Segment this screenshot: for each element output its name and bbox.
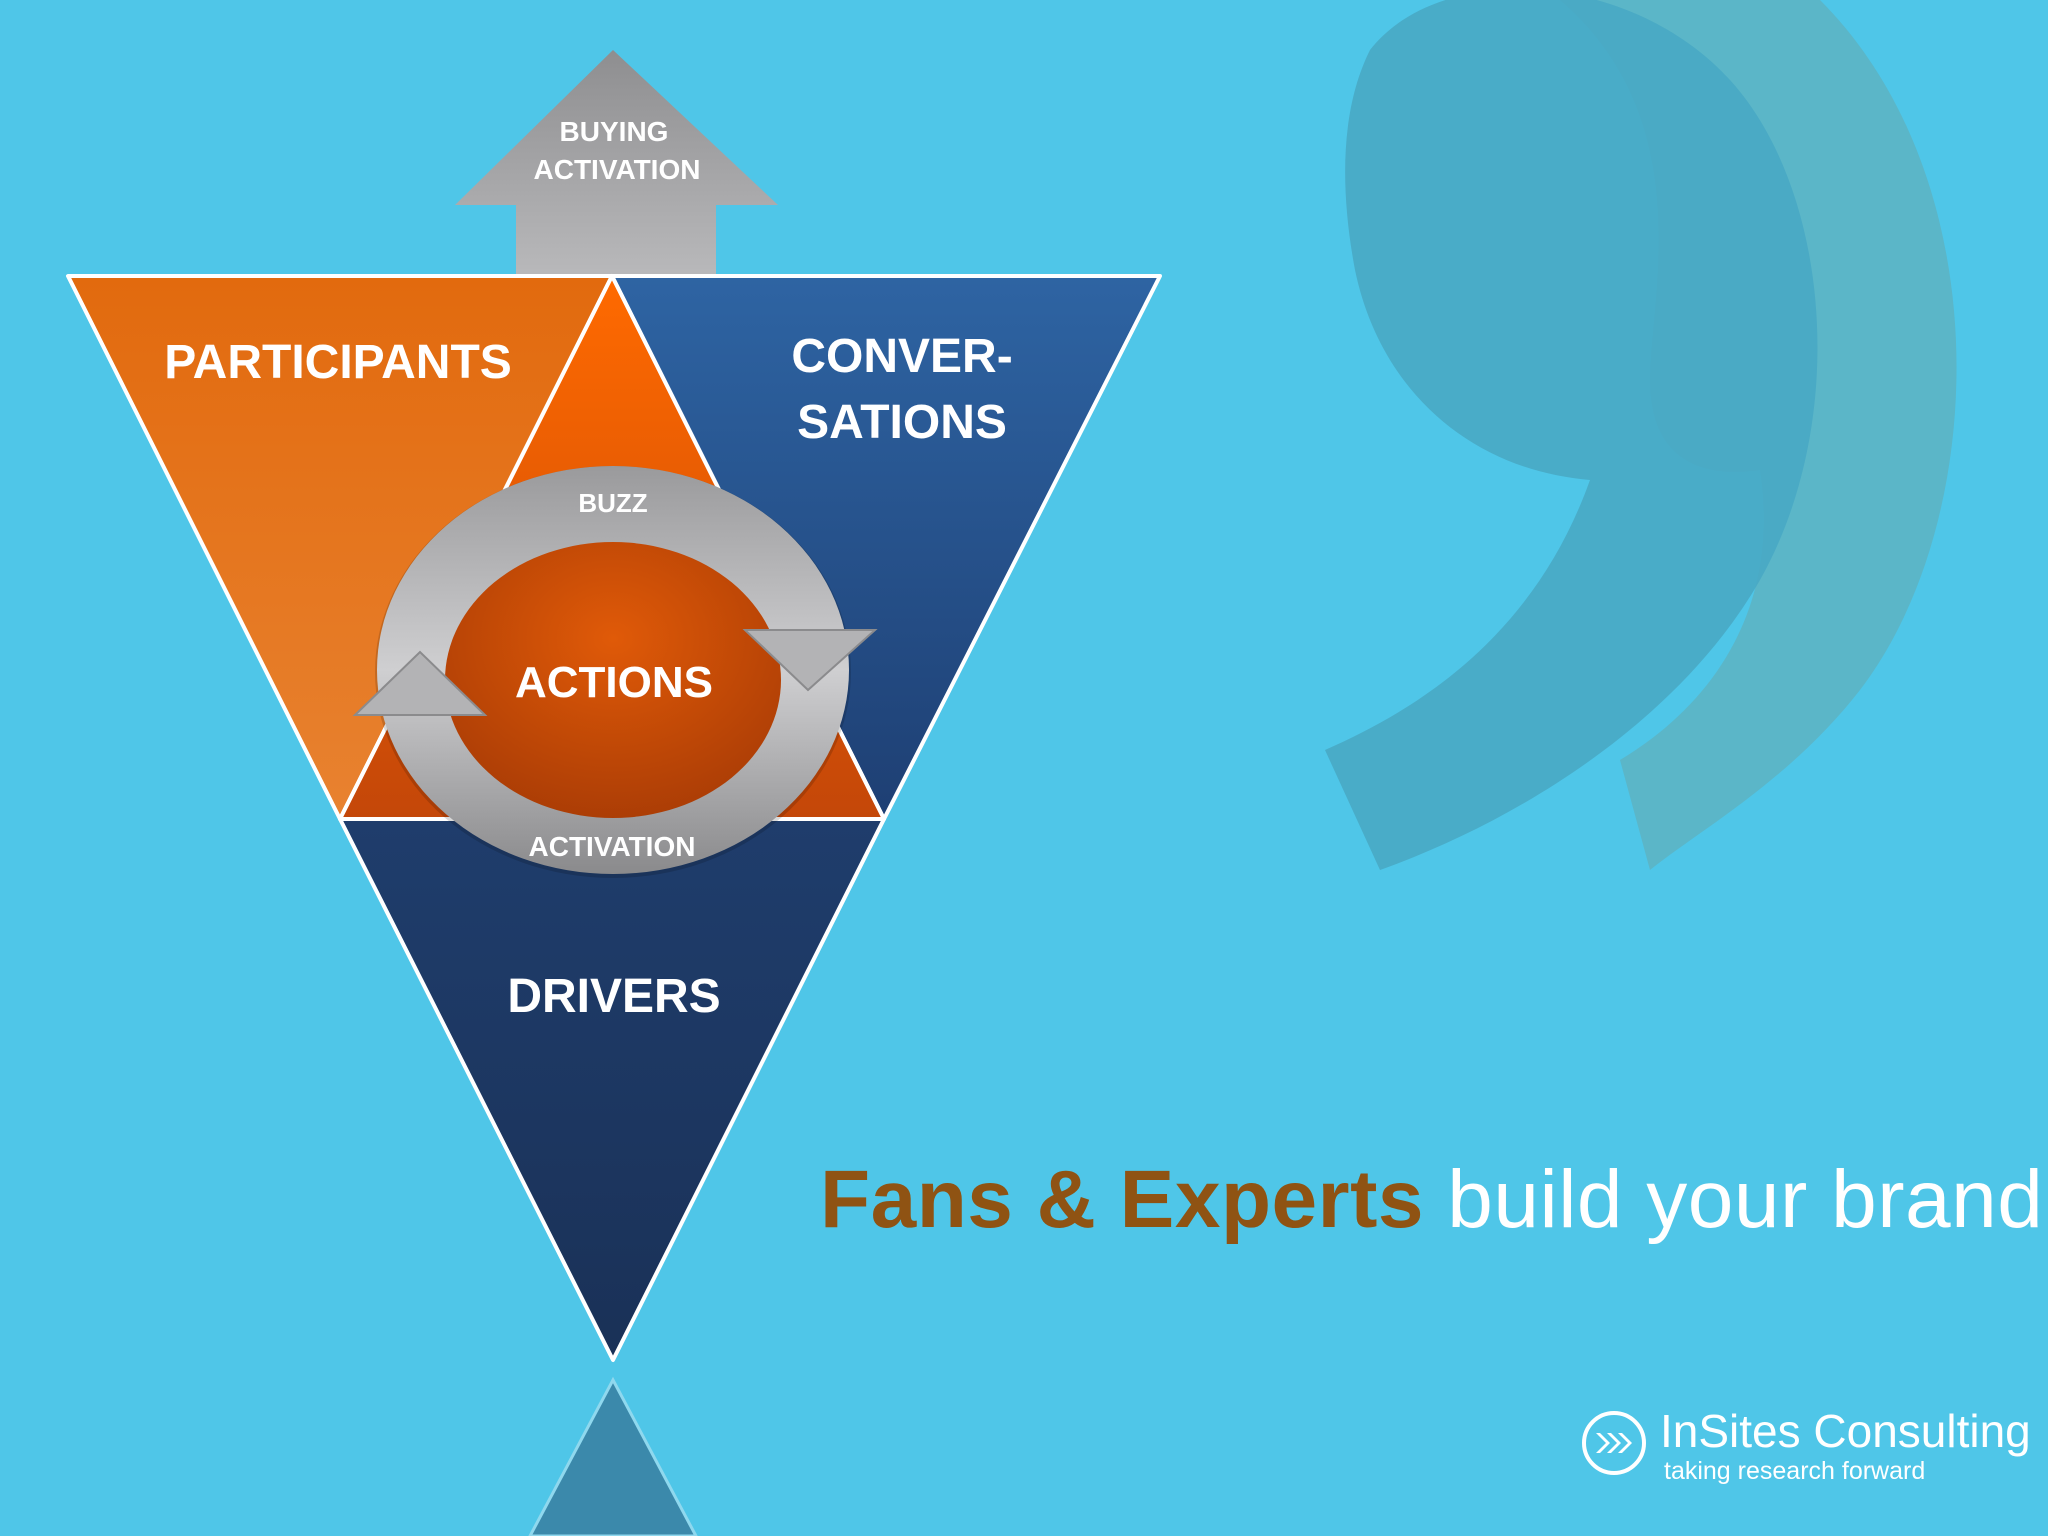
arrow-label-line1: BUYING (560, 116, 669, 147)
arrow-label-line2: ACTIVATION (534, 154, 701, 185)
drivers-label: DRIVERS (507, 970, 720, 1023)
cycle-bottom-label: ACTIVATION (529, 831, 696, 862)
cycle-top-label: BUZZ (578, 488, 647, 518)
cycle-ring: BUZZ ACTIVATION ACTIONS (352, 466, 878, 878)
conversations-label-line2: SATIONS (797, 396, 1007, 449)
bottom-triangle-shape (528, 1376, 698, 1536)
triple-chevron-icon (1582, 1411, 1646, 1475)
drivers-segment (338, 817, 886, 1362)
conversations-label-line1: CONVER- (791, 330, 1012, 383)
actions-core (445, 542, 781, 818)
tagline-highlight: Fans & Experts (820, 1154, 1424, 1245)
actions-label: ACTIONS (515, 658, 713, 707)
cycle-arrow-left-icon (352, 650, 488, 716)
tagline: Fans & Experts build your brand (820, 1150, 2043, 1250)
logo-name: InSites Consulting (1660, 1405, 2031, 1457)
company-logo: InSites Consulting taking research forwa… (1582, 1405, 2031, 1485)
tagline-rest: build your brand (1423, 1154, 2044, 1245)
participants-label: PARTICIPANTS (164, 336, 512, 389)
quote-mark-icon (1325, 0, 1957, 870)
cycle-arrow-right-icon (742, 629, 878, 692)
buying-activation-arrow: BUYING ACTIVATION (455, 50, 778, 278)
logo-slogan: taking research forward (1664, 1457, 1926, 1485)
